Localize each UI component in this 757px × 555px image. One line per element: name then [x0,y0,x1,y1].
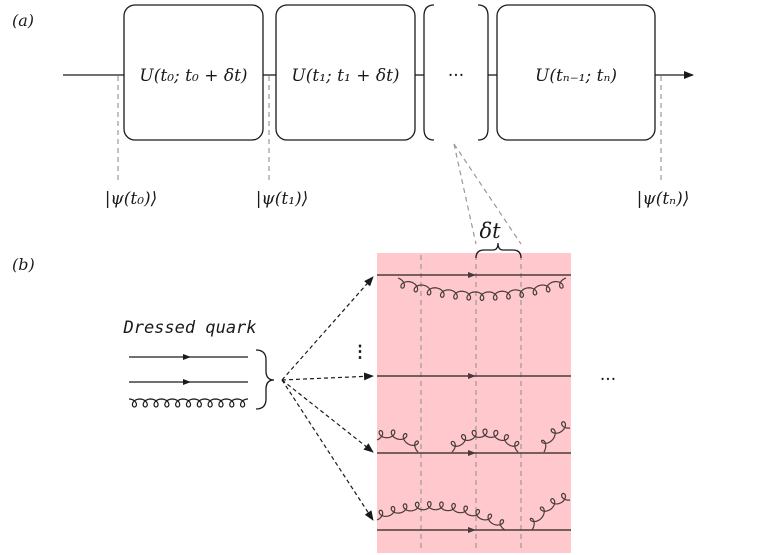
gluon-loop-row-3-mid [450,428,520,453]
operator-box-last [496,4,656,141]
gluon-loop-row-3-left [376,429,419,453]
state-label-0: |ψ(t₀)⟩ [105,189,158,209]
propagator-arrow-4 [468,527,476,533]
state-label-1: |ψ(t₁)⟩ [256,189,309,209]
ellipsis-box-left-bracket [423,4,435,141]
time-evolution-chain: U(t₀; t₀ + δt) U(t₁; t₁ + δt) ··· U(tₙ₋₁… [63,4,694,245]
legend-brace [255,349,275,410]
operator-ellipsis: ··· [448,66,464,86]
dressed-quark-arrow-1 [183,354,191,360]
propagator-arrow-2 [468,373,476,379]
panel-b-label: (b) [12,255,35,274]
operator-label-1: U(t₀; t₀ + δt) [139,66,247,86]
propagator-arrow-1 [468,272,476,278]
fan-arrow-row-4 [281,379,374,521]
panel-a-label: (a) [12,11,34,30]
fan-out-arrows [281,276,374,521]
ellipsis-box-right-bracket [477,4,489,141]
operator-label-2: U(t₁; t₁ + δt) [291,66,399,86]
state-label-n: |ψ(tₙ)⟩ [637,189,690,209]
delta-t-brace [475,242,522,259]
operator-box-2 [275,4,416,141]
dressed-quark-label: Dressed quark [122,318,256,338]
gluon-loop-row-3-right [541,421,571,453]
propagator-arrow-3 [468,450,476,456]
delta-t-label: δt [479,219,501,243]
gluon-loop-row-1 [397,277,567,302]
time-slice-band [377,253,571,553]
vertical-dots: ⋮ [352,342,369,362]
fan-arrow-row-1 [281,276,374,381]
operator-label-last: U(tₙ₋₁; tₙ) [535,66,617,86]
zoom-line-left [453,143,477,245]
zoom-line-right [453,143,522,245]
fan-arrow-row-3 [281,379,374,453]
dressed-quark-gluon [128,398,249,408]
gluon-loop-row-4-left [376,500,506,531]
fan-arrow-row-2 [281,372,374,381]
dressed-quark-arrow-2 [183,379,191,385]
gluon-loop-row-4-right [529,492,571,531]
operator-box-1 [123,4,264,141]
continuation-ellipsis: ··· [600,370,616,390]
